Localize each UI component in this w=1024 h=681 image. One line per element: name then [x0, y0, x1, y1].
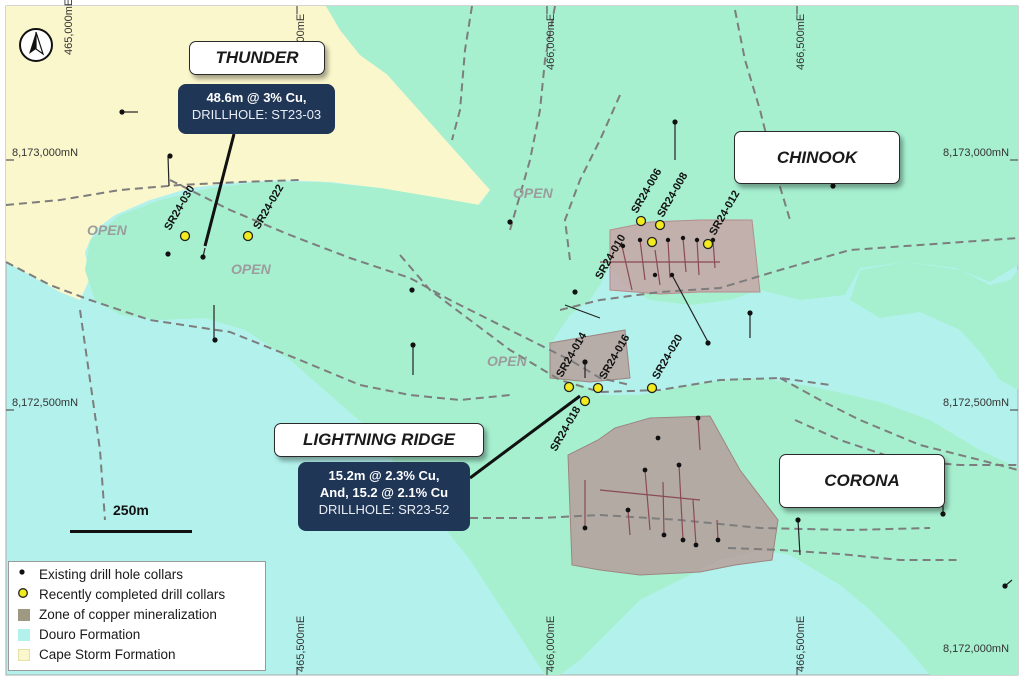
scale-label: 250m [113, 502, 149, 518]
collar-existing [665, 237, 671, 243]
legend-label: Recently completed drill collars [39, 587, 226, 602]
legend-item-cape: Cape Storm Formation [17, 647, 176, 662]
existing-collars [119, 109, 1008, 589]
easting-label: 466,000mE [545, 14, 557, 70]
collar-recent-sr24-022 [242, 230, 254, 242]
intercept-drillhole: DRILLHOLE: SR23-52 [318, 501, 450, 517]
collar-existing [582, 359, 588, 365]
legend-label: Zone of copper mineralization [39, 607, 217, 622]
collar-existing [410, 342, 416, 348]
open-label: OPEN [487, 353, 528, 369]
easting-label: 466,500mE [795, 14, 807, 70]
northing-label: 8,172,500mN [943, 397, 1009, 409]
collar-existing [661, 532, 667, 538]
collar-recent-sr24-018 [579, 395, 591, 407]
legend-label: Cape Storm Formation [39, 647, 176, 662]
northing-label: 8,173,000mN [12, 147, 78, 159]
grid-ticks [6, 6, 1018, 675]
open-label: OPEN [87, 222, 128, 238]
collar-existing [409, 287, 415, 293]
collar-existing [795, 517, 801, 523]
collar-recent-sr24-006 [635, 215, 647, 227]
collar-existing [572, 289, 578, 295]
fault-lines [5, 5, 1019, 561]
cape-storm-area [6, 6, 490, 300]
legend-label: Existing drill hole collars [39, 567, 184, 582]
collar-existing [695, 415, 701, 421]
collar-existing [669, 272, 675, 278]
open-label: OPEN [231, 261, 272, 277]
collar-existing [680, 235, 686, 241]
collar-recent-sr24-012 [702, 238, 714, 250]
drill-traces-in-zones [584, 237, 720, 546]
collar-existing [620, 243, 626, 249]
intercept-grade: 48.6m @ 3% Cu, [206, 90, 307, 105]
collar-existing [693, 542, 699, 548]
collar-existing [167, 153, 173, 159]
recent-collars [179, 215, 714, 407]
collar-existing [694, 237, 700, 243]
legend-item-existing: Existing drill hole collars [17, 567, 183, 582]
collar-existing [582, 525, 588, 531]
collar-existing [652, 272, 658, 278]
lightning-ridge-pointer [469, 394, 581, 480]
thunder-intercept-box: 48.6m @ 3% Cu, DRILLHOLE: ST23-03 [178, 84, 335, 134]
legend: Existing drill hole collars Recently com… [8, 561, 266, 671]
collar-recent-sr24-030 [179, 230, 191, 242]
thunder-pointer [203, 133, 236, 247]
open-label: OPEN [513, 185, 554, 201]
easting-label: 465,500mE [295, 616, 307, 672]
collar-existing [200, 254, 206, 260]
collar-existing [165, 251, 171, 257]
collar-existing [507, 219, 513, 225]
easting-label: 466,500mE [795, 616, 807, 672]
green-zone-upper [326, 6, 1018, 305]
copper-zone-corona [567, 415, 779, 576]
legend-label: Douro Formation [39, 627, 141, 642]
prospect-corona: CORONA [779, 454, 945, 508]
collar-existing [637, 237, 643, 243]
intercept-drillhole: DRILLHOLE: ST23-03 [191, 106, 322, 122]
northing-label: 8,172,500mN [12, 397, 78, 409]
grid-labels: 465,000mE 465,000mE 466,000mE 466,500mE … [12, 0, 1009, 672]
northing-label: 8,173,000mN [943, 147, 1009, 159]
collar-existing [119, 109, 125, 115]
collar-existing [1002, 583, 1008, 589]
collar-existing [940, 511, 946, 517]
green-zone-lower-right [690, 378, 1018, 675]
intercept-grade-2: And, 15.2 @ 2.1% Cu [319, 484, 449, 500]
prospect-chinook: CHINOOK [734, 131, 900, 184]
legend-item-copper: Zone of copper mineralization [17, 607, 217, 622]
collar-existing [830, 183, 836, 189]
intercept-grade: 15.2m @ 2.3% Cu, [328, 468, 440, 483]
collar-existing [705, 340, 711, 346]
collar-recent-sr24-020 [646, 382, 658, 394]
scale-bar [70, 530, 192, 533]
collar-existing [642, 467, 648, 473]
open-labels: OPEN OPEN OPEN OPEN [87, 185, 554, 369]
collar-existing [655, 435, 661, 441]
collar-existing [747, 310, 753, 316]
prospect-thunder: THUNDER [189, 41, 325, 75]
collar-existing [715, 537, 721, 543]
easting-label: 465,000mE [63, 0, 75, 55]
collar-existing [676, 462, 682, 468]
collar-recent-sr24-008 [654, 219, 666, 231]
legend-item-douro: Douro Formation [17, 627, 140, 642]
easting-label: 466,000mE [545, 616, 557, 672]
north-arrow-icon [18, 27, 54, 63]
collar-recent-sr24-014 [563, 381, 575, 393]
collar-existing [680, 537, 686, 543]
legend-item-recent: Recently completed drill collars [17, 587, 225, 602]
collar-existing [212, 337, 218, 343]
collar-recent-sr24-010 [646, 236, 658, 248]
northing-label: 8,172,000mN [943, 643, 1009, 655]
collar-recent-sr24-016 [592, 382, 604, 394]
collar-existing [625, 507, 631, 513]
lightning-ridge-intercept-box: 15.2m @ 2.3% Cu, And, 15.2 @ 2.1% Cu DRI… [298, 462, 470, 531]
prospect-lightning-ridge: LIGHTNING RIDGE [274, 423, 484, 457]
collar-existing [672, 119, 678, 125]
